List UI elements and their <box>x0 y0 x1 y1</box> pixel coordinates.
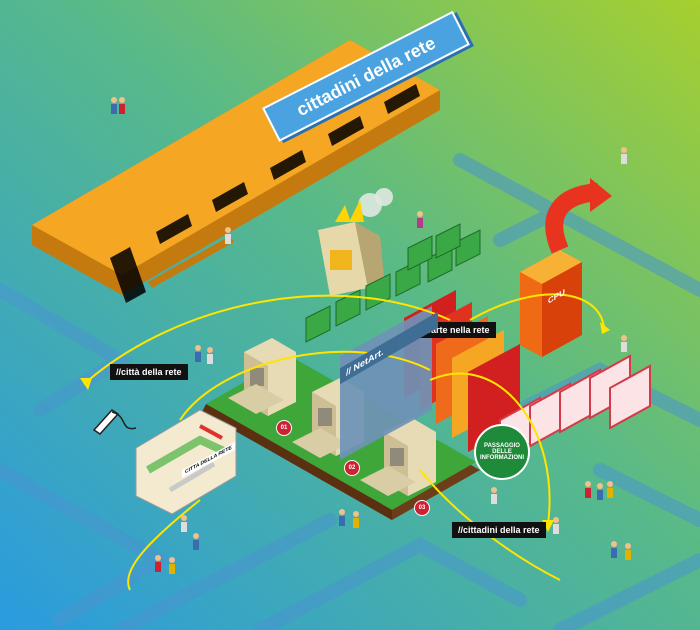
city-map <box>135 409 237 515</box>
computer-number-01: 01 <box>276 420 292 436</box>
information-arcs <box>83 293 605 591</box>
label-citta-della-rete: //città della rete <box>110 364 188 380</box>
label-arte-nella-rete: //arte nella rete <box>420 322 496 338</box>
info-passage-text: PASSAGGIO DELLE INFORMAZIONI <box>480 443 524 461</box>
pink-cards <box>499 354 651 462</box>
cpu-block <box>520 178 612 357</box>
computer-number-03: 03 <box>414 500 430 516</box>
computer-number-02: 02 <box>344 460 360 476</box>
building-tower <box>318 188 393 296</box>
people <box>111 97 631 574</box>
info-passage-badge: PASSAGGIO DELLE INFORMAZIONI <box>474 424 530 480</box>
computer-03 <box>360 418 436 496</box>
pen-icon <box>92 409 137 435</box>
arc-arrowheads <box>80 322 610 532</box>
netart-panel <box>340 306 432 460</box>
label-cittadini-della-rete: //cittadini della rete <box>452 522 546 538</box>
computer-01 <box>228 338 296 416</box>
arte-flags <box>305 223 481 343</box>
